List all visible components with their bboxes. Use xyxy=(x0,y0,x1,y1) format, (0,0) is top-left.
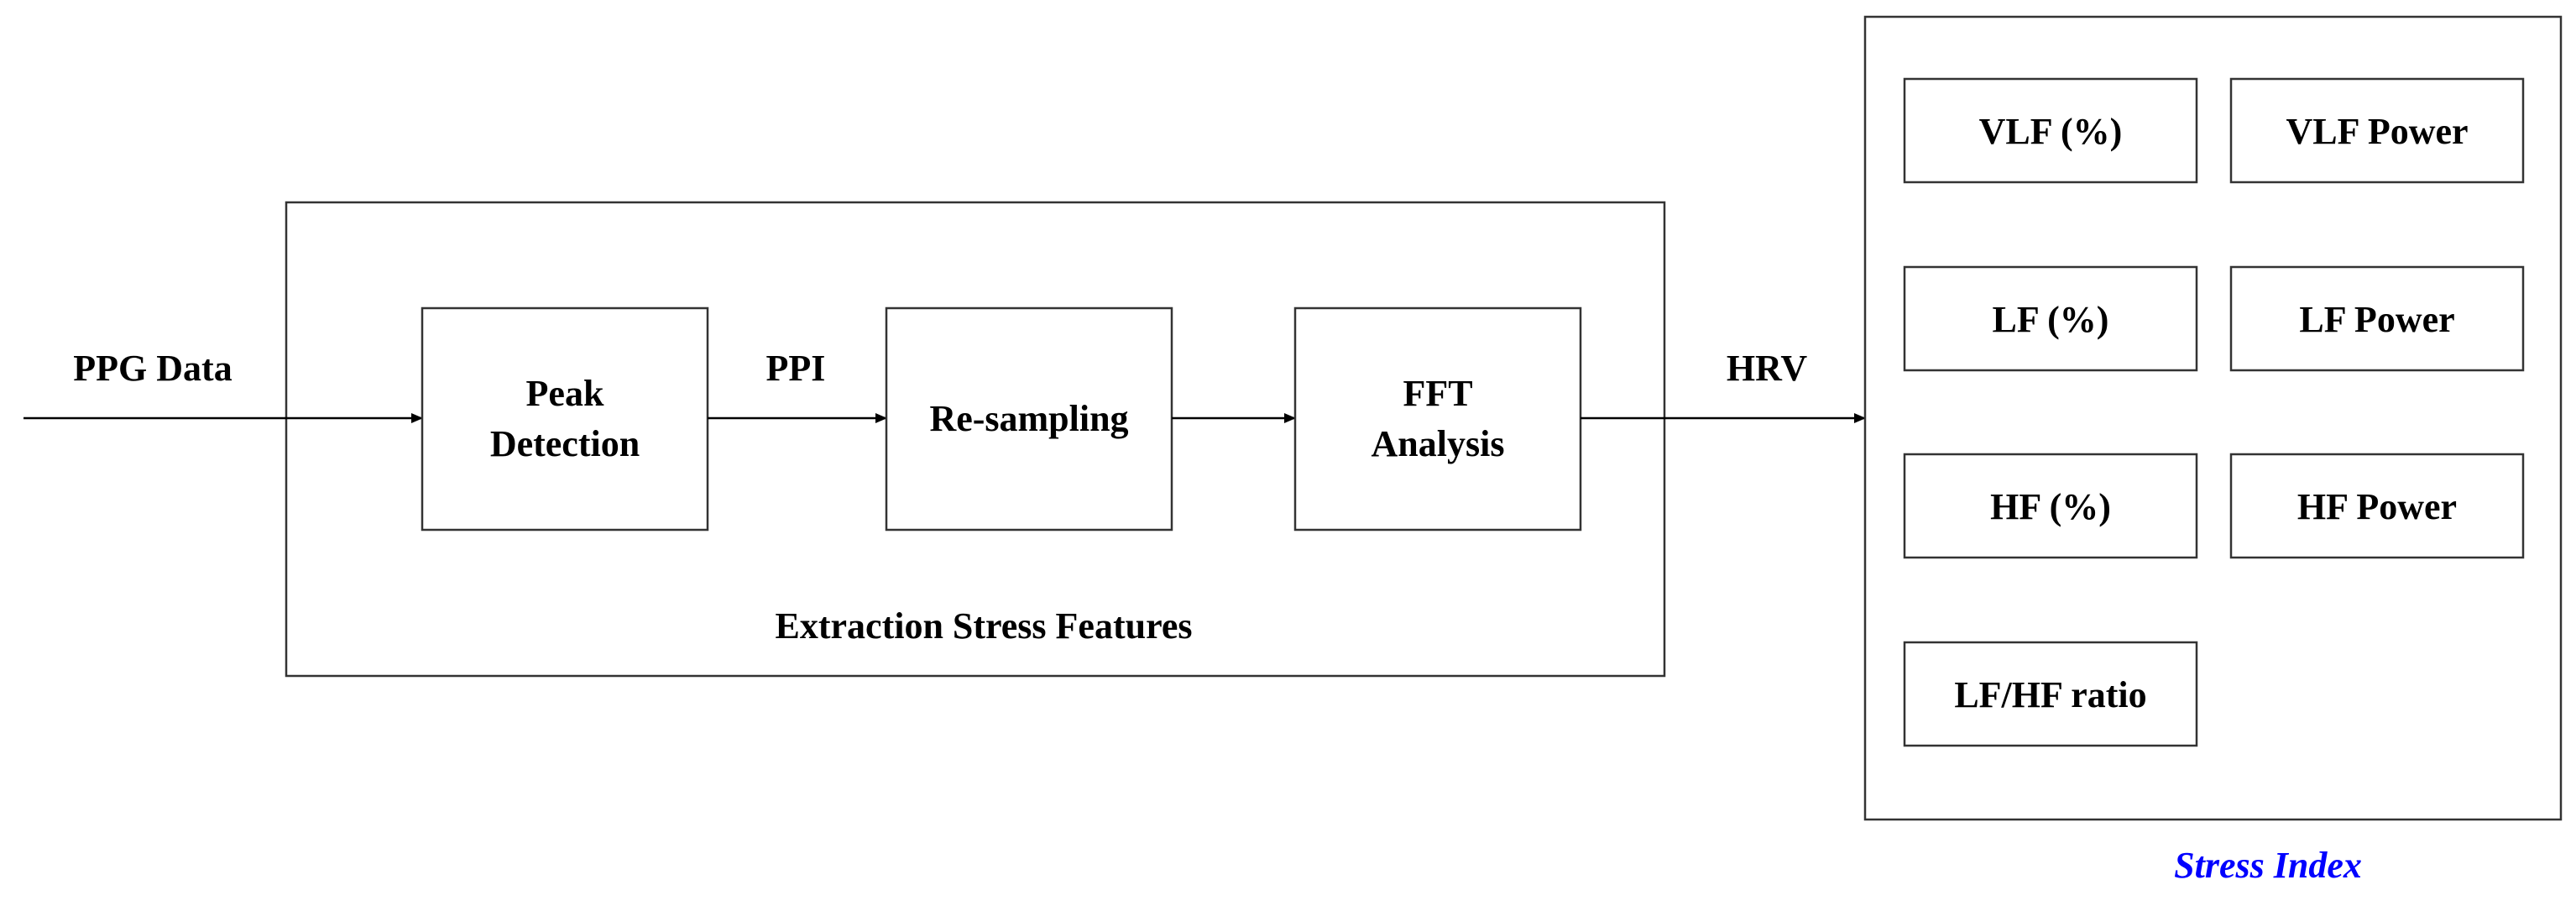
feature-label-hf-power: HF Power xyxy=(2297,486,2457,527)
peak-detection-label-line1: Peak xyxy=(526,373,604,414)
ppg-data-label: PPG Data xyxy=(73,348,232,389)
feature-label-lf-percent: LF (%) xyxy=(1993,299,2109,340)
feature-box-lf-hf-ratio xyxy=(1903,641,2198,747)
feature-label-lf-power: LF Power xyxy=(2299,299,2454,340)
feature-label-hf-percent: HF (%) xyxy=(1990,486,2111,527)
feature-box-vlf-percent xyxy=(1903,77,2198,184)
feature-box-lf-percent xyxy=(1903,265,2198,372)
resampling-label: Re-sampling xyxy=(929,398,1128,439)
extraction-caption: Extraction Stress Features xyxy=(776,605,1193,647)
hrv-label: HRV xyxy=(1727,348,1807,389)
feature-box-hf-power xyxy=(2229,453,2525,559)
fft-analysis-label-line2: Analysis xyxy=(1372,423,1505,464)
feature-label-vlf-percent: VLF (%) xyxy=(1979,111,2123,152)
stress-index-title: Stress Index xyxy=(2174,845,2362,886)
feature-label-vlf-power: VLF Power xyxy=(2286,111,2468,152)
ppi-label: PPI xyxy=(766,348,826,389)
resampling-block xyxy=(885,306,1173,532)
fft-analysis-block xyxy=(1293,306,1582,532)
peak-detection-block xyxy=(421,306,709,532)
peak-detection-label-line2: Detection xyxy=(490,423,640,464)
feature-label-lf-hf-ratio: LF/HF ratio xyxy=(1954,674,2146,715)
fft-analysis-label-line1: FFT xyxy=(1403,373,1472,414)
feature-box-lf-power xyxy=(2229,265,2525,372)
feature-box-hf-percent xyxy=(1903,453,2198,559)
feature-box-vlf-power xyxy=(2229,77,2525,184)
